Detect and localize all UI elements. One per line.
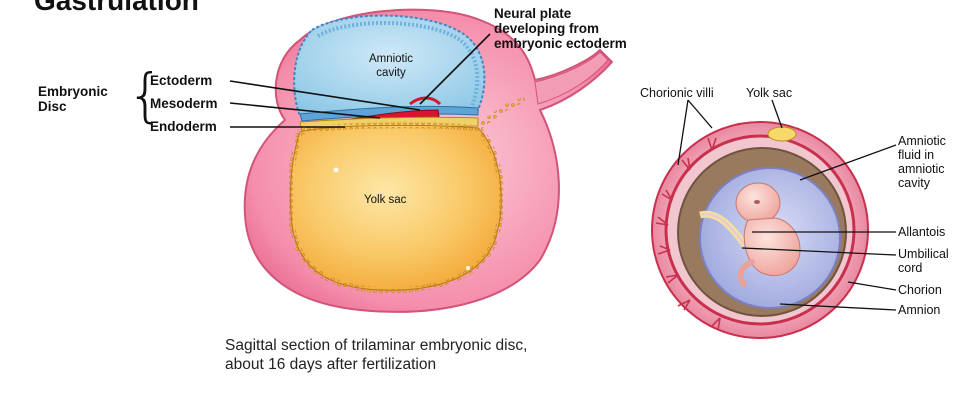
- label-endoderm: Endoderm: [150, 119, 217, 134]
- label-yolk-sac: Yolk sac: [364, 194, 407, 206]
- chorionic-villi: [655, 137, 721, 331]
- gestational-sac-diagram: [651, 121, 869, 339]
- brace-icon: {: [127, 61, 164, 129]
- amniotic-cavity-region: [293, 14, 486, 118]
- label-ectoderm: Ectoderm: [150, 73, 213, 88]
- right-leader-lines: [677, 99, 897, 311]
- label-chorion: Chorion: [898, 283, 942, 297]
- label-chorionic-villi: Chorionic villi: [640, 86, 714, 100]
- label-yolk-sac-right: Yolk sac: [746, 86, 793, 100]
- slide-title: Gastrulation: [34, 0, 199, 16]
- yolk-sac-region: [287, 97, 526, 294]
- label-mesoderm: Mesoderm: [150, 96, 218, 111]
- label-allantois: Allantois: [898, 225, 946, 239]
- label-amnion: Amnion: [898, 303, 941, 317]
- left-leader-lines: [229, 33, 491, 128]
- figure-caption: Sagittal section of trilaminar embryonic…: [225, 337, 528, 373]
